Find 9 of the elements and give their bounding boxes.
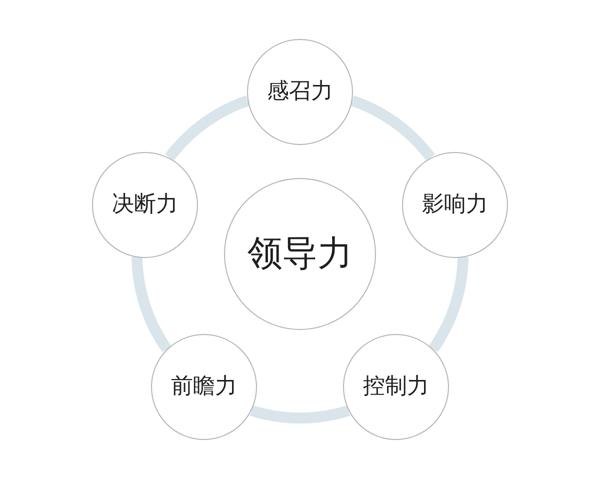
node-label: 感召力 bbox=[267, 79, 333, 105]
node-label: 控制力 bbox=[362, 374, 429, 400]
ring-arc bbox=[248, 405, 352, 424]
ring-arc bbox=[349, 95, 436, 162]
node-label: 决断力 bbox=[112, 192, 178, 218]
ring-arc bbox=[164, 95, 251, 162]
node-label: 领导力 bbox=[248, 234, 352, 274]
node-label: 影响力 bbox=[422, 192, 488, 218]
node-label: 前瞻力 bbox=[171, 374, 238, 400]
